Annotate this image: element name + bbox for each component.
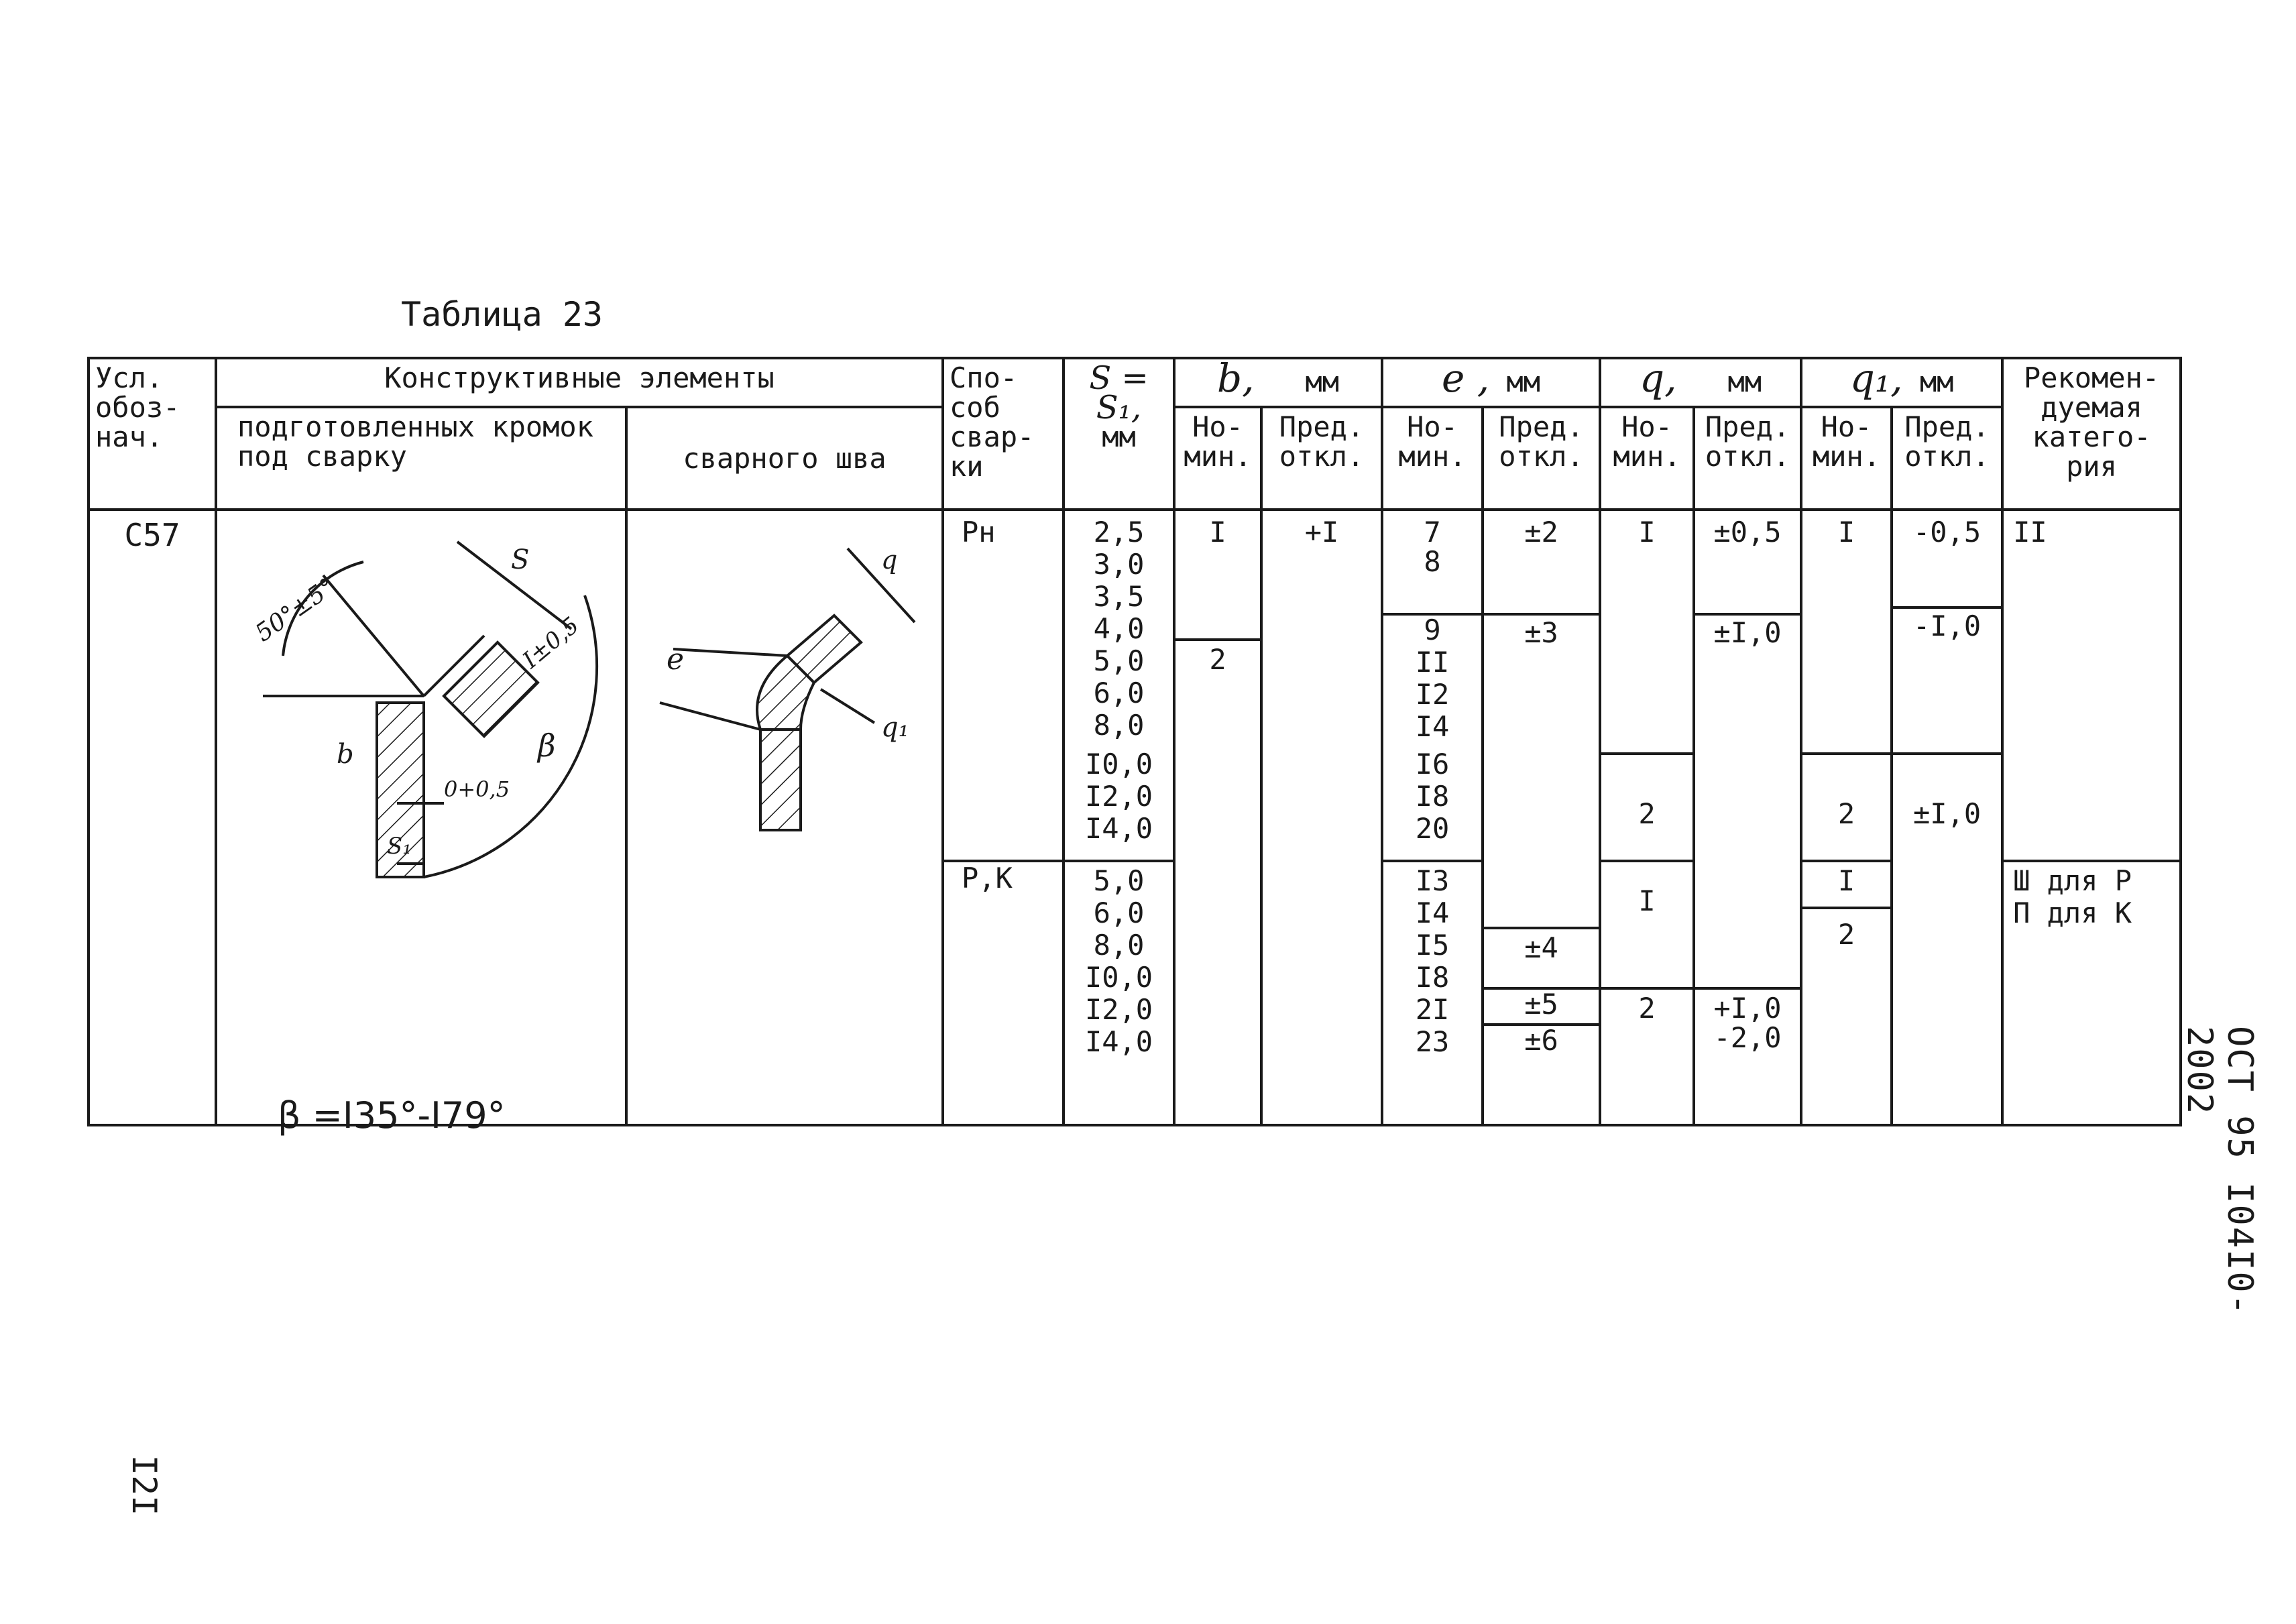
header-q-deviation: Пред. откл.: [1692, 406, 1803, 512]
label-gap: I±0,5: [517, 612, 584, 675]
label-s: S: [511, 544, 529, 575]
header-q1: q₁, мм: [1800, 356, 2004, 409]
header-e-deviation: Пред. откл.: [1481, 406, 1602, 512]
cell-q1-deviation: -0,5 -I,0 ±I,0: [1890, 508, 2004, 1126]
header-e-nominal: Но- мин.: [1381, 406, 1485, 512]
table-caption: Таблица 23: [401, 295, 604, 334]
header-q-nominal: Но- мин.: [1599, 406, 1696, 512]
cell-q-deviation: ±0,5 ±I,0 +I,0 -2,0: [1692, 508, 1803, 1126]
page-number: I2I: [125, 1455, 164, 1516]
header-b-deviation: Пред. откл.: [1259, 406, 1384, 512]
cell-q-nominal: I 2 I 2: [1599, 508, 1696, 1126]
weld-seam-drawing: e q q₁: [659, 545, 916, 832]
cell-e-nominal: 7 8 9 II I2 I4 I6 I8 20 I3 I4 I5 I8 2I 2…: [1381, 508, 1485, 1126]
label-s1: S₁: [387, 833, 412, 860]
cell-q1-nominal: I 2 I 2: [1800, 508, 1894, 1126]
header-method: Спо- соб свар- ки: [941, 356, 1065, 512]
header-b: b, мм: [1172, 356, 1384, 409]
header-q1-nominal: Но- мин.: [1800, 406, 1894, 512]
header-weld-seam: сварного шва: [625, 406, 944, 512]
welding-table: Усл. обоз- нач. Конструктивные элементы …: [87, 356, 2183, 1134]
label-b: b: [337, 739, 354, 770]
label-e: e: [667, 642, 684, 677]
cell-b-nominal: I 2: [1173, 508, 1263, 1126]
row-designation: С57: [87, 508, 217, 1126]
cell-method: Рн Р,К: [941, 508, 1065, 1126]
cell-e-deviation: ±2 ±3 ±4 ±5 ±6: [1481, 508, 1602, 1126]
label-q: q: [881, 545, 897, 575]
header-q1-deviation: Пред. откл.: [1890, 406, 2004, 512]
label-q1: q₁: [881, 712, 909, 743]
header-q: q, мм: [1599, 356, 1803, 409]
label-angle: 50°±5°: [251, 573, 341, 648]
header-category: Рекомен- дуемая катего- рия: [2001, 356, 2183, 512]
prepared-edges-drawing: 50°±5° S I±0,5 β b 0+0,5 S₁: [251, 540, 599, 879]
cell-category: II Ш для Р П для К: [2001, 508, 2183, 1126]
cell-b-deviation: +I: [1259, 508, 1384, 1126]
s-label: S = S₁,: [1089, 359, 1149, 426]
header-designation: Усл. обоз- нач.: [87, 356, 217, 512]
label-tolerance: 0+0,5: [444, 776, 510, 802]
header-prepared-edges: подготовленных кромок под сварку: [215, 406, 628, 512]
drawing-prepared-edges: 50°±5° S I±0,5 β b 0+0,5 S₁ β =I35°-I79°: [215, 508, 628, 1134]
method-rn: Рн: [962, 516, 996, 549]
cell-s: 2,5 3,0 3,5 4,0 5,0 6,0 8,0 I0,0 I2,0 I4…: [1062, 508, 1175, 1126]
document-number: ОСТ 95 I04I0-2002: [2179, 1026, 2260, 1316]
beta-formula: β =I35°-I79°: [278, 1094, 506, 1137]
header-e: e , мм: [1381, 356, 1602, 409]
drawing-weld-seam: e q q₁: [625, 508, 944, 1126]
s-unit: мм: [1102, 420, 1136, 453]
label-beta: β: [536, 728, 556, 764]
header-b-nominal: Но- мин.: [1173, 406, 1263, 512]
header-elements: Конструктивные элементы: [215, 356, 944, 409]
method-rk: Р,К: [962, 862, 1013, 895]
header-s: S = S₁, мм: [1062, 356, 1175, 512]
